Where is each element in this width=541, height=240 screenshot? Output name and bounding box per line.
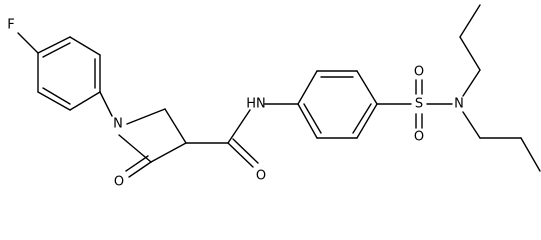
bond bbox=[303, 103, 322, 134]
bond bbox=[462, 69, 481, 97]
bond bbox=[232, 138, 259, 164]
bond bbox=[99, 91, 113, 117]
bond bbox=[69, 36, 101, 56]
bond bbox=[125, 155, 149, 172]
bond bbox=[37, 91, 71, 111]
bond bbox=[459, 4, 481, 38]
bond bbox=[352, 103, 372, 134]
bond bbox=[356, 70, 378, 105]
sulfonyl-oxygen-bottom-label: O bbox=[414, 130, 424, 145]
molecule-structure-diagram: F N O O HN S O O N bbox=[7, 4, 541, 190]
bonds bbox=[17, 4, 541, 178]
ketone-oxygen-label: O bbox=[114, 175, 124, 190]
bond bbox=[459, 36, 481, 71]
sulfonamide-nitrogen-label: N bbox=[454, 97, 464, 112]
bond bbox=[42, 87, 71, 105]
bond bbox=[17, 32, 39, 54]
bond bbox=[297, 70, 318, 105]
bond bbox=[356, 103, 378, 139]
bond bbox=[462, 111, 481, 139]
bond bbox=[128, 161, 152, 178]
ring-nitrogen-label: N bbox=[113, 117, 123, 132]
amide-oxygen-label: O bbox=[256, 169, 266, 184]
bond bbox=[126, 108, 166, 125]
bond bbox=[69, 91, 101, 111]
sulfonyl-oxygen-top-label: O bbox=[414, 65, 424, 80]
sulfur-label: S bbox=[415, 97, 423, 112]
bond bbox=[42, 42, 71, 58]
bond bbox=[297, 103, 318, 139]
bond bbox=[227, 142, 254, 168]
fluorine-label: F bbox=[7, 18, 14, 33]
atom-labels: F N O O HN S O O N bbox=[7, 18, 464, 190]
bond bbox=[37, 36, 71, 54]
amide-nh-label: HN bbox=[246, 97, 266, 112]
bond bbox=[520, 137, 541, 172]
bond bbox=[150, 142, 187, 163]
bond bbox=[227, 109, 251, 144]
bond bbox=[164, 108, 187, 144]
